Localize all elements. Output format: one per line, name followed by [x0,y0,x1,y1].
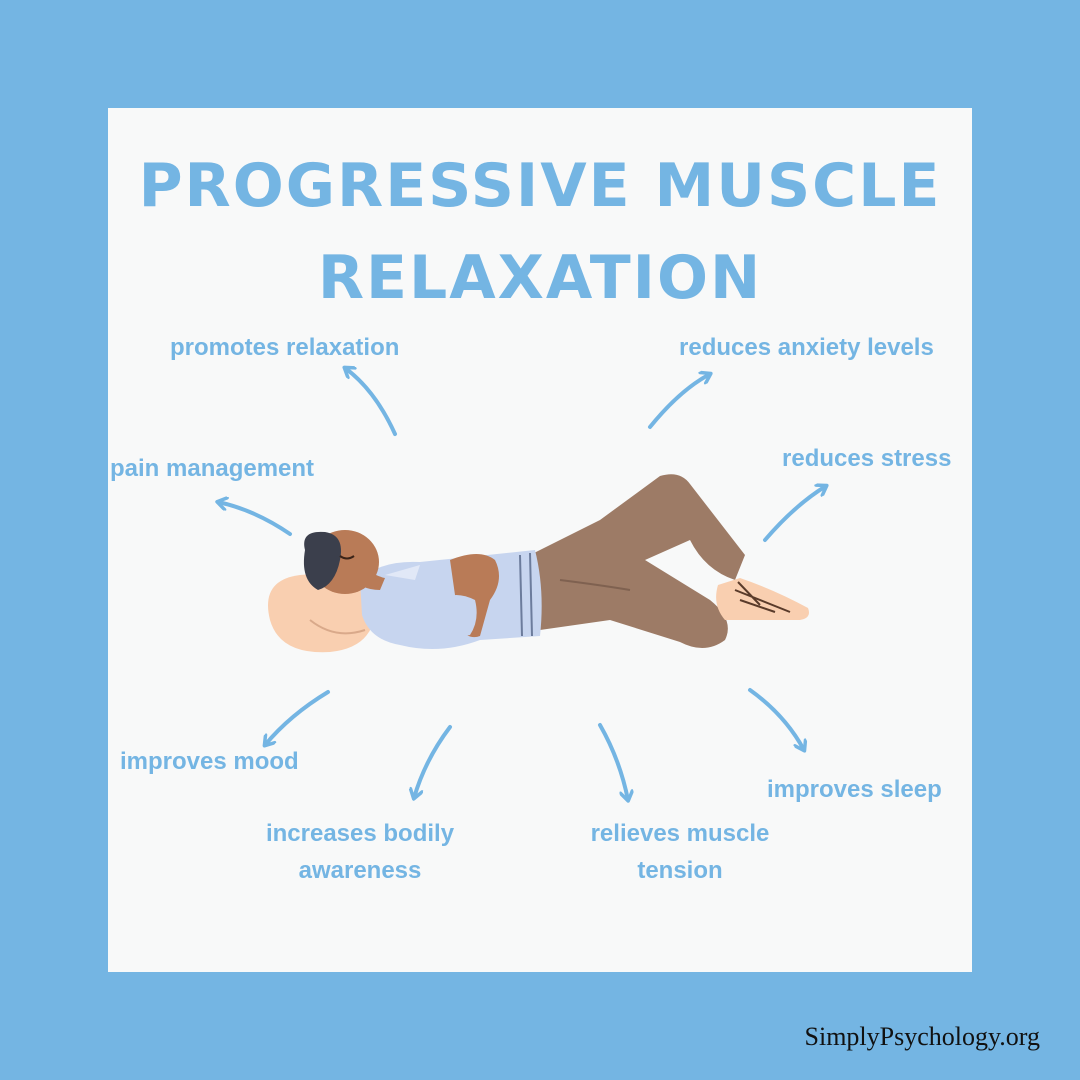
title-line-1: PROGRESSIVE MUSCLE [138,151,942,221]
label-reduces-anxiety-levels: reduces anxiety levels [679,334,934,361]
arrow-reduces-anxiety [648,374,710,429]
arrow-increases-awareness [414,725,452,798]
label-line: increases bodily [265,820,455,847]
label-line: awareness [298,857,422,884]
label-improves-sleep: improves sleep [767,776,942,803]
arrow-pain-management [218,502,292,536]
person-lying-illustration [268,474,809,653]
arrow-reduces-stress [763,486,826,542]
source-watermark: SimplyPsychology.org [804,1022,1040,1051]
arrow-promotes-relaxation [345,368,397,436]
title-line-2: RELAXATION [317,243,763,313]
page-title: PROGRESSIVE MUSCLE RELAXATION [0,140,1080,324]
label-reduces-stress: reduces stress [782,445,952,472]
label-line: relieves muscle [590,820,770,847]
label-improves-mood: improves mood [120,748,299,775]
arrow-improves-mood [265,690,330,745]
label-promotes-relaxation: promotes relaxation [170,334,400,361]
label-relieves-muscle-tension: relieves muscle tension [570,815,790,889]
label-increases-bodily-awareness: increases bodily awareness [240,815,480,889]
arrow-improves-sleep [748,688,804,750]
label-line: tension [637,857,723,884]
content-card [108,108,972,972]
label-pain-management: pain management [110,455,315,482]
arrow-relieves-tension [598,723,628,800]
